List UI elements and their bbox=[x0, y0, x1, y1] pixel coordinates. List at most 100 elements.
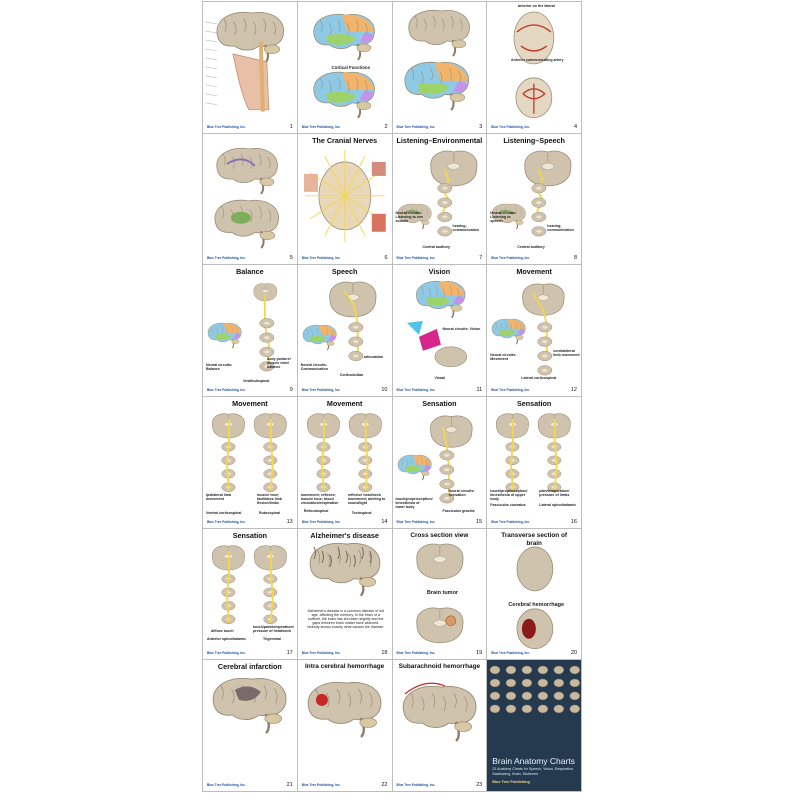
chart-card-5[interactable]: Blue Tree Publishing, Inc.5 bbox=[203, 133, 298, 266]
page-number: 17 bbox=[286, 650, 293, 657]
chart-title: Sensation bbox=[422, 399, 457, 408]
chart-label: Brain tumor bbox=[426, 589, 459, 596]
brain-tumor-icon bbox=[416, 607, 463, 643]
chart-title: Vision bbox=[428, 267, 451, 277]
page-number: 11 bbox=[476, 387, 483, 393]
subarachnoid-hemorrhage-icon bbox=[402, 686, 476, 743]
cover-publisher: Blue Tree Publishing bbox=[492, 780, 530, 785]
spinal-cord-right bbox=[547, 442, 562, 492]
chart-illustration bbox=[302, 282, 376, 362]
chart-label: reflexive head/neck movement; alerting t… bbox=[347, 493, 386, 505]
chart-title: Listening–Speech bbox=[503, 135, 565, 145]
page-number: 12 bbox=[570, 387, 577, 393]
page-number: 8 bbox=[573, 255, 577, 262]
page-number: 2 bbox=[384, 123, 388, 130]
cover-chart-thumb bbox=[537, 705, 549, 714]
chart-title: Speech bbox=[331, 267, 358, 277]
brain-lateral-icon bbox=[408, 9, 470, 57]
cover-chart-thumb bbox=[490, 705, 501, 714]
chart-label: Anterior spinothalamic bbox=[207, 636, 247, 641]
chart-label: Lateral spinothalamic bbox=[539, 503, 577, 507]
chart-title: Balance bbox=[236, 267, 264, 277]
chart-label: Fasciculus cuneatus bbox=[490, 503, 526, 507]
cover-subtitle: 23 Anatomy Charts for Speech, Vision, Re… bbox=[492, 767, 575, 776]
brain-coronal-icon bbox=[429, 415, 472, 448]
movement-circuit-icon bbox=[492, 319, 526, 345]
chart-label: contralateral limb movement bbox=[553, 349, 580, 358]
chart-illustration bbox=[404, 9, 470, 111]
cranial-nerve-face-icon bbox=[303, 173, 318, 192]
vision-circuit-icon bbox=[415, 281, 465, 319]
cranial-nerve-organs-icon bbox=[371, 213, 386, 232]
publisher-footer: Blue Tree Publishing, Inc. bbox=[301, 388, 341, 392]
chart-card-3[interactable]: Blue Tree Publishing, Inc.3 bbox=[392, 2, 488, 134]
cover-chart-thumb bbox=[521, 679, 533, 688]
publisher-footer: Blue Tree Publishing, Inc. bbox=[491, 256, 531, 261]
publisher-footer: Blue Tree Publishing, Inc. bbox=[207, 783, 246, 787]
cover-chart-thumb bbox=[569, 666, 581, 675]
chart-illustration bbox=[214, 147, 280, 249]
chart-label: touch/proprioception/ kinesthesia of low… bbox=[395, 497, 433, 509]
chart-title: Sensation bbox=[516, 399, 552, 408]
cover-chart-thumb bbox=[490, 666, 501, 675]
cranial-nerve-eye-icon bbox=[371, 161, 386, 176]
chart-title: Sensation bbox=[232, 530, 268, 540]
intracerebral-hemorrhage-icon bbox=[307, 682, 382, 739]
publisher-footer: Blue Tree Publishing, Inc. bbox=[491, 388, 531, 392]
cover-chart-thumb bbox=[506, 705, 517, 714]
chart-label: Neural circuits: Listening to env sounds bbox=[395, 210, 424, 223]
spinal-cord-sections bbox=[438, 450, 454, 504]
neural-tract-left bbox=[510, 418, 515, 491]
chart-title: Listening–Environmental bbox=[396, 135, 483, 145]
chart-illustration bbox=[492, 284, 565, 376]
cover-chart-thumb bbox=[569, 679, 581, 688]
chart-title: Movement bbox=[516, 267, 552, 277]
cover-chart-thumb bbox=[553, 666, 565, 675]
chart-label: Vestibulospinal bbox=[243, 379, 270, 384]
chart-illustration bbox=[397, 150, 477, 237]
transverse-section-icon bbox=[516, 546, 554, 591]
page-number: 22 bbox=[381, 782, 388, 788]
publisher-footer: Blue Tree Publishing, Inc. bbox=[207, 256, 246, 261]
page-number: 14 bbox=[381, 518, 388, 525]
cover-chart-thumb bbox=[537, 666, 549, 675]
visual-pathway-icon bbox=[434, 346, 467, 368]
chart-label: Neural circuits: Listening to speech bbox=[490, 210, 517, 223]
chart-label: Visual bbox=[434, 376, 446, 381]
chart-card-1[interactable]: Blue Tree Publishing, Inc.1 bbox=[203, 2, 298, 134]
chart-label: touch/pain/temperature/ pressure of head… bbox=[253, 624, 294, 633]
chart-label: Cerebral hemorrhage bbox=[508, 601, 565, 608]
page-number: 10 bbox=[381, 387, 388, 393]
chart-label: Lateral corticospinal bbox=[521, 376, 557, 381]
spinal-cord-sections bbox=[537, 322, 553, 376]
neural-tract-right bbox=[269, 550, 274, 623]
chart-illustration bbox=[204, 11, 285, 112]
chart-label: ipsilateral limb movement bbox=[206, 493, 232, 501]
cover-chart-thumb bbox=[490, 692, 501, 701]
publisher-footer: Blue Tree Publishing, Inc. bbox=[207, 651, 246, 656]
cover-chart-thumb bbox=[553, 705, 565, 714]
chart-illustration bbox=[416, 543, 463, 643]
publisher-footer: Blue Tree Publishing, Inc. bbox=[491, 124, 531, 129]
